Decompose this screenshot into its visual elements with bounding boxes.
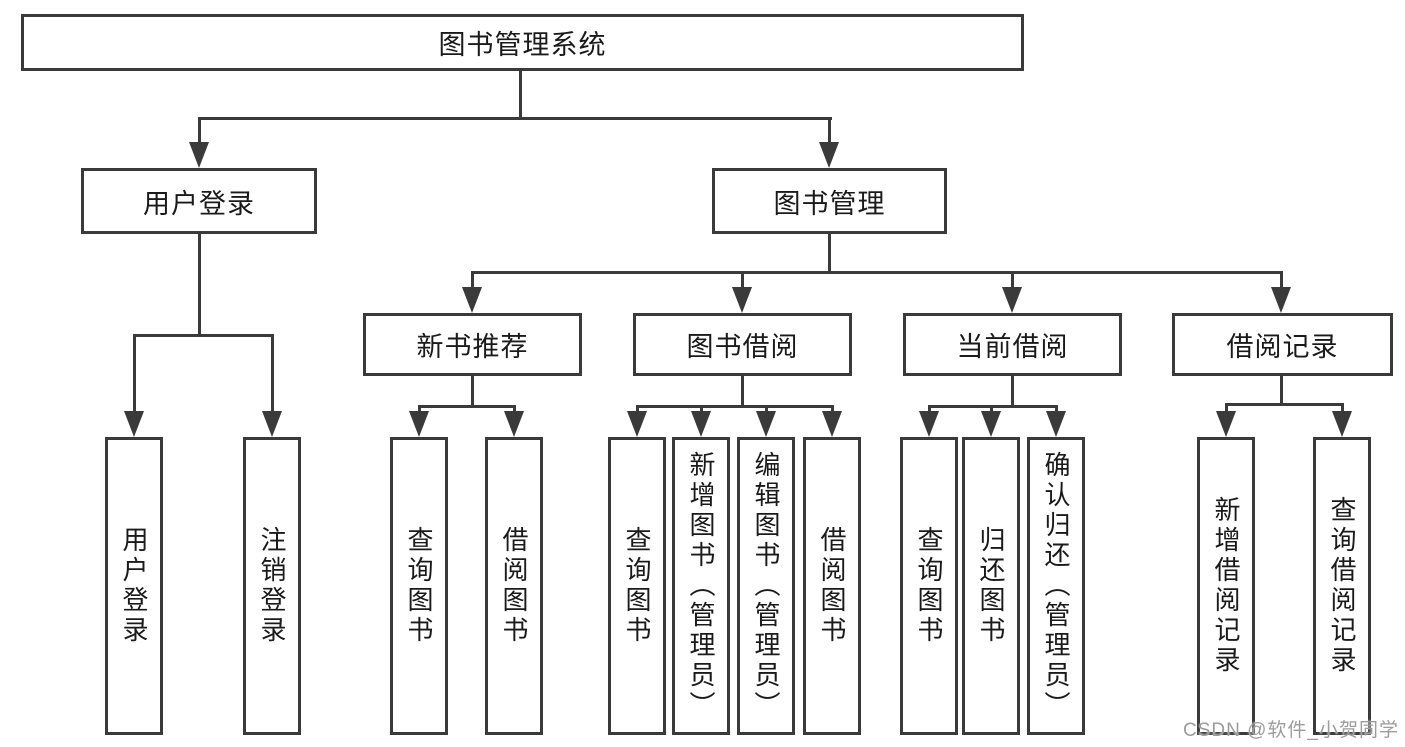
arrowhead-down-icon xyxy=(1271,287,1291,313)
connector-hline xyxy=(133,334,274,337)
arrowhead-down-icon xyxy=(189,142,209,168)
connector-hline xyxy=(1225,403,1344,406)
arrowhead-down-icon xyxy=(732,287,752,313)
connector-vline xyxy=(990,405,993,415)
arrowhead-down-icon xyxy=(462,287,482,313)
arrowhead-down-icon xyxy=(1216,411,1236,437)
leaf-query-borrow-record: 查询借阅记录 xyxy=(1313,437,1371,735)
node-book-management: 图书管理 xyxy=(712,168,947,234)
connector-vline xyxy=(471,271,474,289)
connector-vline xyxy=(741,271,744,289)
connector-vline xyxy=(1225,403,1228,415)
connector-vline xyxy=(928,405,931,415)
leaf-return-book: 归还图书 xyxy=(962,437,1020,735)
node-new-book-recommend: 新书推荐 xyxy=(363,313,582,376)
connector-vline xyxy=(741,374,744,408)
leaf-add-borrow-record: 新增借阅记录 xyxy=(1197,437,1255,735)
connector-hline xyxy=(198,117,832,120)
arrowhead-down-icon xyxy=(691,411,711,437)
node-user-login: 用户登录 xyxy=(81,168,317,234)
connector-vline xyxy=(1280,374,1283,406)
connector-vline xyxy=(1341,403,1344,415)
leaf-query-books-recommend: 查询图书 xyxy=(390,437,448,735)
connector-vline xyxy=(828,117,831,144)
arrowhead-down-icon xyxy=(124,411,144,437)
arrowhead-down-icon xyxy=(1002,287,1022,313)
arrowhead-down-icon xyxy=(819,142,839,168)
leaf-query-books-current: 查询图书 xyxy=(900,437,958,735)
node-borrow-records: 借阅记录 xyxy=(1172,313,1393,376)
connector-hline xyxy=(471,271,1283,274)
arrowhead-down-icon xyxy=(1332,411,1352,437)
leaf-edit-book-admin: 编辑图书（管理员） xyxy=(737,437,795,735)
connector-vline xyxy=(198,117,201,144)
csdn-watermark: CSDN @软件_小贺同学 xyxy=(1183,720,1399,741)
arrowhead-down-icon xyxy=(262,411,282,437)
leaf-query-books-borrowing: 查询图书 xyxy=(608,437,666,735)
connector-vline xyxy=(1055,405,1058,415)
connector-vline xyxy=(831,405,834,415)
connector-vline xyxy=(271,334,274,412)
node-root: 图书管理系统 xyxy=(21,14,1024,71)
leaf-borrow-books-recommend: 借阅图书 xyxy=(485,437,543,735)
leaf-user-login: 用户登录 xyxy=(105,437,163,735)
connector-vline xyxy=(1011,374,1014,408)
leaf-confirm-return-admin: 确认归还（管理员） xyxy=(1027,437,1085,735)
arrowhead-down-icon xyxy=(981,411,1001,437)
connector-vline xyxy=(1011,271,1014,289)
arrowhead-down-icon xyxy=(1046,411,1066,437)
leaf-add-book-admin: 新增图书（管理员） xyxy=(672,437,730,735)
arrowhead-down-icon xyxy=(627,411,647,437)
connector-hline xyxy=(928,405,1058,408)
arrowhead-down-icon xyxy=(822,411,842,437)
connector-vline xyxy=(1280,271,1283,289)
connector-vline xyxy=(765,405,768,415)
leaf-logout: 注销登录 xyxy=(243,437,301,735)
arrowhead-down-icon xyxy=(919,411,939,437)
arrowhead-down-icon xyxy=(504,411,524,437)
connector-vline xyxy=(700,405,703,415)
leaf-borrow-books: 借阅图书 xyxy=(803,437,861,735)
arrowhead-down-icon xyxy=(409,411,429,437)
connector-vline xyxy=(828,232,831,274)
connector-vline xyxy=(418,405,421,415)
connector-hline xyxy=(418,405,516,408)
connector-vline xyxy=(519,70,522,119)
node-book-borrowing: 图书借阅 xyxy=(633,313,852,376)
connector-vline xyxy=(471,374,474,408)
connector-vline xyxy=(636,405,639,415)
connector-vline xyxy=(198,232,201,336)
connector-vline xyxy=(513,405,516,415)
connector-vline xyxy=(133,334,136,412)
arrowhead-down-icon xyxy=(756,411,776,437)
connector-hline xyxy=(636,405,834,408)
node-current-borrowing: 当前借阅 xyxy=(903,313,1122,376)
